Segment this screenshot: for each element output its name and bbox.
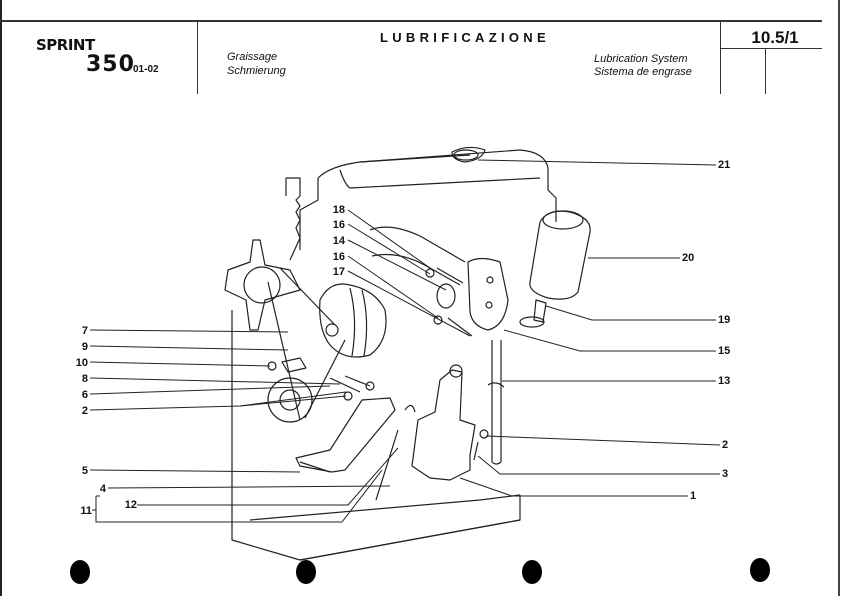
callout-label: 9 — [81, 341, 88, 353]
callout-label: 17 — [332, 266, 345, 278]
callout-label: 15 — [718, 345, 731, 357]
callout-label: 1 — [690, 490, 697, 502]
model-variant: 01-02 — [133, 64, 159, 75]
leader-lines — [89, 159, 721, 523]
page-number-rule — [720, 48, 822, 49]
callout-label: 20 — [682, 252, 695, 264]
callout-label: 18 — [332, 204, 345, 216]
oil-sump — [249, 494, 521, 561]
oil-filter-housing — [467, 257, 509, 331]
binder-hole — [522, 560, 542, 584]
dipstick-tube — [491, 340, 502, 465]
callout-label: 3 — [722, 468, 729, 480]
callout-label: 2 — [81, 405, 88, 417]
subtitle-spanish: Sistema de engrase — [594, 66, 692, 78]
gasket — [436, 283, 456, 309]
page-right-edge — [838, 0, 840, 596]
callout-label: 6 — [81, 389, 88, 401]
bolt — [436, 267, 464, 284]
alternator — [319, 283, 387, 358]
subtitle-french: Graissage — [227, 51, 278, 63]
binder-hole — [70, 560, 90, 584]
callout-label: 7 — [81, 325, 88, 337]
callout-label: 4 — [99, 483, 106, 495]
callout-label: 16 — [332, 219, 345, 231]
callout-label: 8 — [81, 373, 88, 385]
callout-label: 13 — [718, 375, 731, 387]
union-fitting — [281, 357, 307, 373]
drive-belt — [267, 267, 346, 421]
washer-2 — [479, 429, 489, 439]
callout-label: 2 — [722, 439, 729, 451]
distributor — [285, 177, 301, 261]
model-number: 350 — [86, 52, 135, 77]
callout-label: 16 — [332, 251, 345, 263]
callout-label: 19 — [718, 314, 731, 326]
filter-union — [533, 299, 547, 323]
callout-label: 11 — [80, 505, 92, 517]
fan-blade — [224, 239, 301, 331]
page-number: 10.5/1 — [751, 28, 799, 47]
header-divider — [765, 48, 766, 94]
oil-filler-cap — [453, 149, 479, 161]
binder-hole — [296, 560, 316, 584]
header-divider — [720, 20, 721, 94]
dipstick — [375, 429, 399, 501]
oil-pickup — [295, 397, 396, 473]
callout-label: 12 — [124, 499, 137, 511]
page-left-edge — [0, 0, 2, 596]
binder-hole — [750, 558, 770, 582]
callout-label: 5 — [81, 465, 88, 477]
oil-pump — [411, 369, 476, 481]
fan-hub — [243, 266, 281, 304]
callout-label: 10 — [75, 357, 88, 369]
header-divider — [197, 20, 198, 94]
brand-logo: SPRINT — [36, 36, 95, 54]
subtitle-english: Lubrication System — [594, 53, 688, 65]
washer — [425, 268, 435, 278]
subtitle-german: Schmierung — [227, 65, 286, 77]
valve-cover — [451, 146, 486, 163]
callout-label: 21 — [718, 159, 731, 171]
cylinder-head — [339, 154, 541, 189]
callout-label: 14 — [332, 235, 345, 247]
screw-3 — [473, 441, 479, 461]
page-title: LUBRIFICAZIONE — [380, 30, 550, 45]
header-rule — [0, 20, 822, 22]
engine-block — [231, 149, 557, 561]
